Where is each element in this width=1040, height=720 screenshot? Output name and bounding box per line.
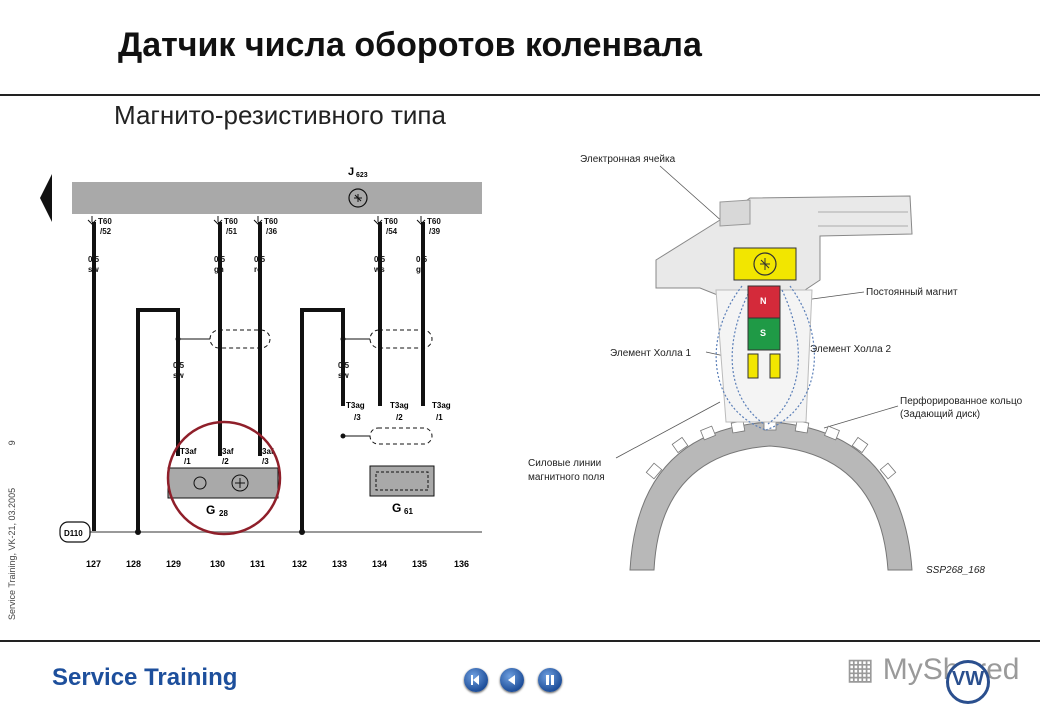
col-130: 130 <box>210 559 225 569</box>
label-ring-1: Перфорированное кольцо <box>900 395 1023 407</box>
side-meta-text: Service Training, VK-21, 03.2005 <box>7 487 17 620</box>
col-133: 133 <box>332 559 347 569</box>
magnet-s-label: S <box>760 328 766 338</box>
side-meta-page: 9 <box>7 440 17 446</box>
circuit-diagram: J 623 T60 /52 0,5 sw T60 /51 0,5 gn T60 … <box>59 166 482 569</box>
side-meta: Service Training, VK-21, 03.2005 9 <box>7 440 17 620</box>
sensor-illustration: Электронная ячейка Постоянный магнит Эле… <box>528 154 1023 576</box>
wire-3-pin: T60 <box>264 217 278 226</box>
pause-button[interactable] <box>538 668 562 692</box>
col-127: 127 <box>86 559 101 569</box>
g61-pin3-no: /1 <box>436 413 443 422</box>
g28-pin1-no: /1 <box>184 457 191 466</box>
g61-sub: 61 <box>404 507 413 516</box>
wire-2-pin: T60 <box>224 217 238 226</box>
wire-5-pin: T60 <box>427 217 441 226</box>
control-unit-sub: 623 <box>356 172 368 179</box>
g61-pin2: T3ag <box>390 401 409 410</box>
page-title: Датчик числа оборотов коленвала <box>118 26 702 64</box>
wire-4-pin: T60 <box>384 217 398 226</box>
g28-pin1: T3af <box>180 447 197 456</box>
wire-5-pinno: /39 <box>429 227 441 236</box>
vw-logo-text: VW <box>951 668 985 690</box>
g61-label: G <box>392 501 401 515</box>
g28-pin3: 3af <box>262 447 274 456</box>
illustration-ref: SSP268_168 <box>926 565 985 576</box>
sensor-symbol-icon <box>348 188 368 208</box>
g61-sensor-block <box>369 465 435 497</box>
wire-1-pinno: /52 <box>100 227 112 236</box>
control-unit-bar <box>72 182 482 214</box>
previous-slide-button[interactable] <box>500 668 524 692</box>
ground-label: D110 <box>64 529 83 538</box>
g28-highlight-circle <box>166 420 282 536</box>
wire-1-pin: T60 <box>98 217 112 226</box>
watermark: ▦ MyShared <box>846 652 1019 687</box>
g28-pin2: 3af <box>222 447 234 456</box>
label-field-2: магнитного поля <box>528 472 605 483</box>
g28-pin2-no: /2 <box>222 457 229 466</box>
footer-brand: Service Training <box>52 664 238 691</box>
g28-sensor-block <box>167 467 279 499</box>
g61-pin1-no: /3 <box>354 413 361 422</box>
col-128: 128 <box>126 559 141 569</box>
col-136: 136 <box>454 559 469 569</box>
label-field-1: Силовые линии <box>528 458 601 469</box>
g28-sub: 28 <box>219 509 228 518</box>
control-unit-label: J <box>348 166 354 178</box>
wire-4-pinno: /54 <box>386 227 398 236</box>
col-131: 131 <box>250 559 265 569</box>
g61-pin3: T3ag <box>432 401 451 410</box>
label-ring-2: (Задающий диск) <box>900 409 980 420</box>
label-hall1: Элемент Холла 1 <box>610 348 691 359</box>
vw-logo: VW <box>946 660 990 704</box>
first-slide-button[interactable] <box>464 668 488 692</box>
magnet-n-label: N <box>760 296 767 306</box>
wire-3-pinno: /36 <box>266 227 278 236</box>
g28-label: G <box>206 503 215 517</box>
label-cell: Электронная ячейка <box>580 154 676 165</box>
col-135: 135 <box>412 559 427 569</box>
hall-element-1 <box>747 353 759 379</box>
page-subtitle: Магнито-резистивного типа <box>114 100 446 130</box>
header-divider <box>0 94 1040 96</box>
g28-pin3-no: /3 <box>262 457 269 466</box>
g61-pin2-no: /2 <box>396 413 403 422</box>
g61-pin1: T3ag <box>346 401 365 410</box>
left-arrow-icon[interactable] <box>38 172 54 224</box>
col-132: 132 <box>292 559 307 569</box>
col-129: 129 <box>166 559 181 569</box>
footer-divider <box>0 640 1040 642</box>
label-magnet: Постоянный магнит <box>866 287 958 298</box>
label-hall2: Элемент Холла 2 <box>810 344 891 355</box>
magnet-south <box>747 317 781 351</box>
presentation-icon: ▦ <box>846 653 875 686</box>
col-134: 134 <box>372 559 387 569</box>
wire-2-pinno: /51 <box>226 227 238 236</box>
hall-element-2 <box>769 353 781 379</box>
wire-5-color: ge <box>416 265 426 274</box>
